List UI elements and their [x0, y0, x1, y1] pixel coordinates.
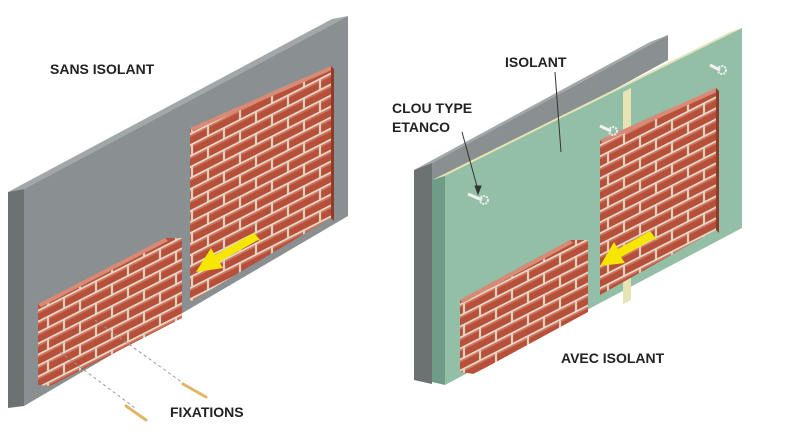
- arrow-left: [196, 233, 262, 272]
- back-wall-top: [414, 35, 668, 170]
- label-nail-line1: CLOU TYPE: [392, 100, 473, 116]
- fixing-screw: [181, 382, 208, 399]
- nail-icon: [599, 124, 618, 136]
- label-without-insulation: SANS ISOLANT: [50, 61, 155, 77]
- insulation-edge: [432, 28, 742, 180]
- wall-top-face: [8, 16, 348, 192]
- fixings-leader-lines: [59, 319, 191, 409]
- nail-icon: [467, 192, 489, 205]
- brick-panel-lower-right: [460, 240, 588, 374]
- label-insulation: ISOLANT: [505, 54, 567, 70]
- wall-side-face: [8, 189, 24, 408]
- arrow-right: [600, 231, 657, 266]
- label-fixings: FIXATIONS: [170, 404, 244, 420]
- label-nail-line2: ETANCO: [392, 119, 451, 135]
- label-leader-lines: [461, 71, 562, 196]
- fixing-screw: [124, 404, 148, 422]
- brick-panel-lower-left: [38, 238, 182, 386]
- back-wall-side: [414, 163, 432, 384]
- nail-icon: [709, 63, 727, 75]
- label-nail-type: CLOU TYPE ETANCO: [392, 99, 472, 137]
- brick-panel-upper-left: [190, 66, 334, 302]
- insulation-left-edge: [432, 176, 445, 385]
- label-with-insulation: AVEC ISOLANT: [561, 350, 665, 366]
